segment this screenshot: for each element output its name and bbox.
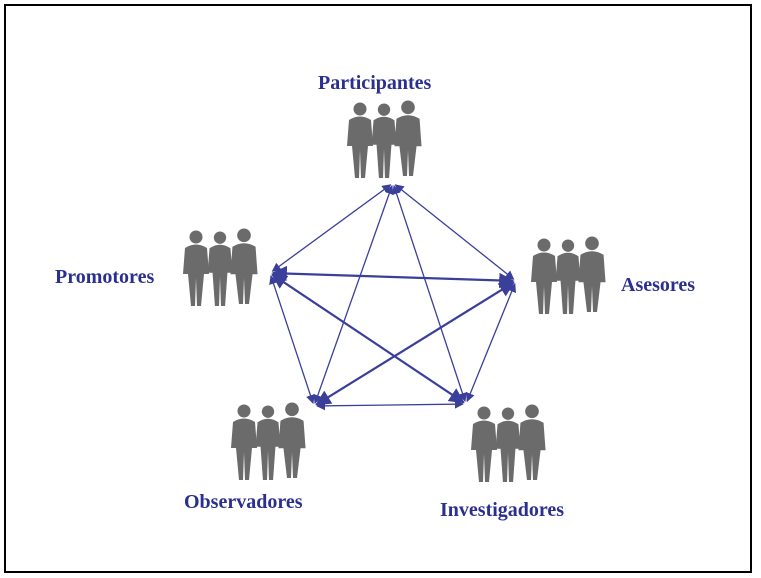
label-investigadores: Investigadores xyxy=(440,499,565,521)
arrow-promotores-investigadores xyxy=(271,273,465,404)
person-silhouette xyxy=(278,402,306,478)
arrow-participantes-observadores xyxy=(313,184,394,405)
person-silhouette xyxy=(230,228,258,304)
arrow-participantes-asesores xyxy=(394,184,515,280)
arrow-promotores-asesores xyxy=(271,265,515,289)
arrow-investigadores-observadores xyxy=(316,399,464,411)
arrow-asesores-observadores xyxy=(315,281,515,406)
people-group-icon xyxy=(183,228,258,307)
people-group-participantes xyxy=(344,100,426,183)
person-silhouette xyxy=(255,405,281,481)
people-group-icon xyxy=(531,236,606,315)
person-silhouette xyxy=(578,236,606,312)
person-silhouette xyxy=(531,238,557,314)
people-group-investigadores xyxy=(468,404,550,487)
person-silhouette xyxy=(518,404,546,480)
people-group-asesores xyxy=(528,236,610,319)
people-group-observadores xyxy=(228,402,310,485)
people-group-icon xyxy=(231,402,306,481)
people-group-icon xyxy=(471,404,546,483)
label-participantes: Participantes xyxy=(318,72,432,94)
person-silhouette xyxy=(347,102,373,178)
person-silhouette xyxy=(495,407,521,483)
arrow-promotores-participantes xyxy=(271,184,392,272)
person-silhouette xyxy=(183,230,209,306)
people-group-icon xyxy=(347,100,422,179)
person-silhouette xyxy=(394,100,422,176)
person-silhouette xyxy=(371,103,397,179)
person-silhouette xyxy=(207,231,233,307)
arrow-asesores-investigadores xyxy=(465,282,517,403)
person-silhouette xyxy=(231,404,257,480)
people-group-promotores xyxy=(180,228,262,311)
label-promotores: Promotores xyxy=(55,266,155,288)
arrow-participantes-investigadores xyxy=(392,184,467,403)
person-silhouette xyxy=(555,239,581,315)
label-observadores: Observadores xyxy=(184,491,303,513)
arrow-observadores-promotores xyxy=(269,274,315,405)
label-asesores: Asesores xyxy=(621,274,696,296)
person-silhouette xyxy=(471,406,497,482)
